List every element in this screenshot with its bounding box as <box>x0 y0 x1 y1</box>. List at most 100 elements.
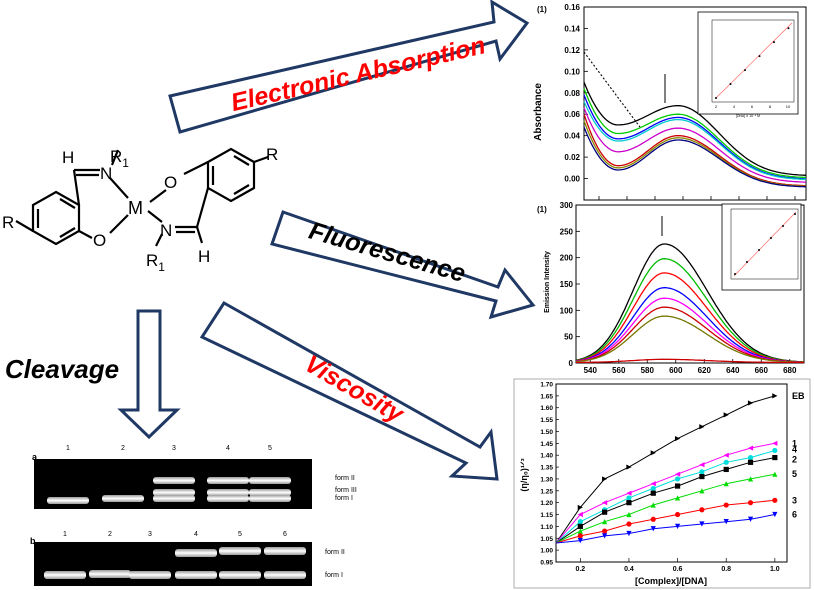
viscosity-point <box>674 476 681 482</box>
atom-h-bottom: H <box>198 247 210 266</box>
viscosity-point <box>772 511 778 518</box>
viscosity-line <box>555 457 775 544</box>
y-tick-label: 0.14 <box>564 24 580 33</box>
viscosity-series-label: 6 <box>792 510 797 520</box>
viscosity-panel-border <box>513 378 811 589</box>
viscosity-point <box>699 521 705 527</box>
gel-band <box>219 571 261 579</box>
emission-curve <box>576 358 804 364</box>
viscosity-arrow: Viscosity <box>199 301 499 481</box>
emission-curve <box>575 315 805 363</box>
x-tick-label: 620 <box>698 366 712 375</box>
inset-point <box>782 225 784 227</box>
inset-point <box>787 27 790 30</box>
inset-x-tick-label: 2 <box>715 104 718 109</box>
gel-b-lane-label: 1 <box>63 531 67 538</box>
absorbance-curve <box>583 107 806 183</box>
y-tick-label: 1.65 <box>540 393 553 400</box>
y-tick-label: 1.20 <box>540 500 553 507</box>
viscosity-point <box>602 519 608 525</box>
y-tick-label: 0.02 <box>564 153 580 162</box>
atom-o-left: O <box>93 231 106 250</box>
gel-band <box>47 497 89 504</box>
y-tick-label: 0.16 <box>564 3 580 12</box>
absorbance-ylabel: Absorbance <box>533 83 544 141</box>
viscosity-point <box>723 452 729 458</box>
viscosity-point <box>699 473 705 480</box>
gel-band <box>207 477 249 484</box>
inset-point <box>758 249 760 251</box>
viscosity-point <box>772 440 778 446</box>
viscosity-point <box>650 516 656 522</box>
y-tick-label: 0.95 <box>540 560 553 567</box>
viscosity-ylabel: (η/η₀)¹ᐟ³ <box>519 458 529 491</box>
viscosity-point <box>699 488 705 494</box>
inset-point <box>758 55 761 58</box>
viscosity-series-label: 1 <box>792 438 797 448</box>
emission-inset-plot <box>730 208 799 280</box>
viscosity-point <box>626 464 632 470</box>
y-tick-label: 0.08 <box>564 89 580 98</box>
viscosity-point <box>650 450 656 456</box>
viscosity-point <box>699 507 705 513</box>
y-tick-label: 250 <box>560 227 574 236</box>
viscosity-line <box>555 473 775 544</box>
viscosity-point <box>626 495 632 501</box>
gel-band <box>153 477 195 484</box>
gel-band <box>102 495 144 502</box>
gel-b-bands <box>44 547 306 579</box>
chemical-structure <box>15 147 269 247</box>
x-tick-label: 600 <box>669 366 683 375</box>
inset-x-tick-label: 8 <box>769 104 772 109</box>
viscosity-line <box>555 514 775 544</box>
viscosity-point <box>577 533 583 539</box>
viscosity-point <box>772 497 778 503</box>
gel-band <box>249 495 291 502</box>
atom-o-right: O <box>164 173 177 192</box>
gel-band <box>153 489 195 496</box>
absorbance-curve <box>583 88 807 179</box>
gel-b-lane-label: 5 <box>238 531 242 538</box>
viscosity-point <box>723 502 729 508</box>
gel-a-lane-label: 5 <box>268 445 272 452</box>
viscosity-point <box>747 454 754 461</box>
y-tick-label: 1.15 <box>540 512 553 519</box>
x-tick-label: 680 <box>783 366 797 375</box>
gel-band <box>264 547 306 555</box>
cleavage-arrow <box>117 309 181 440</box>
inset-fit-line <box>733 211 797 277</box>
gel-b-form-label: form II <box>325 549 345 556</box>
x-tick-label: 0.8 <box>721 566 731 573</box>
gel-band <box>175 549 217 557</box>
gel-a-lane-label: 4 <box>226 445 230 452</box>
viscosity-point <box>674 523 681 529</box>
viscosity-line <box>555 450 775 544</box>
viscosity-point <box>674 495 681 501</box>
y-tick-label: 1.40 <box>540 453 553 460</box>
x-tick-label: 0.4 <box>624 566 634 573</box>
x-tick-label: 540 <box>584 366 598 375</box>
viscosity-plot-frame <box>555 383 788 563</box>
viscosity-point <box>747 476 754 482</box>
viscosity-point <box>650 490 656 496</box>
inset-point <box>734 273 736 275</box>
absorbance-inset-frame <box>697 11 799 115</box>
emission-curves <box>575 243 805 364</box>
absorbance-curve <box>583 81 807 176</box>
structure-labels: H N R1 M O O N R1 H R R <box>2 145 278 274</box>
y-tick-label: 1.55 <box>540 417 553 424</box>
absorption-arrow: Electronic Absorption <box>168 0 530 134</box>
y-tick-label: 100 <box>560 306 574 315</box>
emission-curve <box>575 243 805 363</box>
atom-r-right: R <box>266 145 278 164</box>
gel-b-lane-label: 6 <box>283 531 287 538</box>
x-tick-label: 1.0 <box>770 566 780 573</box>
inset-axes <box>730 208 799 280</box>
viscosity-xlabel: [Complex]/[DNA] <box>635 576 707 586</box>
viscosity-point <box>602 500 608 506</box>
viscosity-point <box>699 424 705 430</box>
